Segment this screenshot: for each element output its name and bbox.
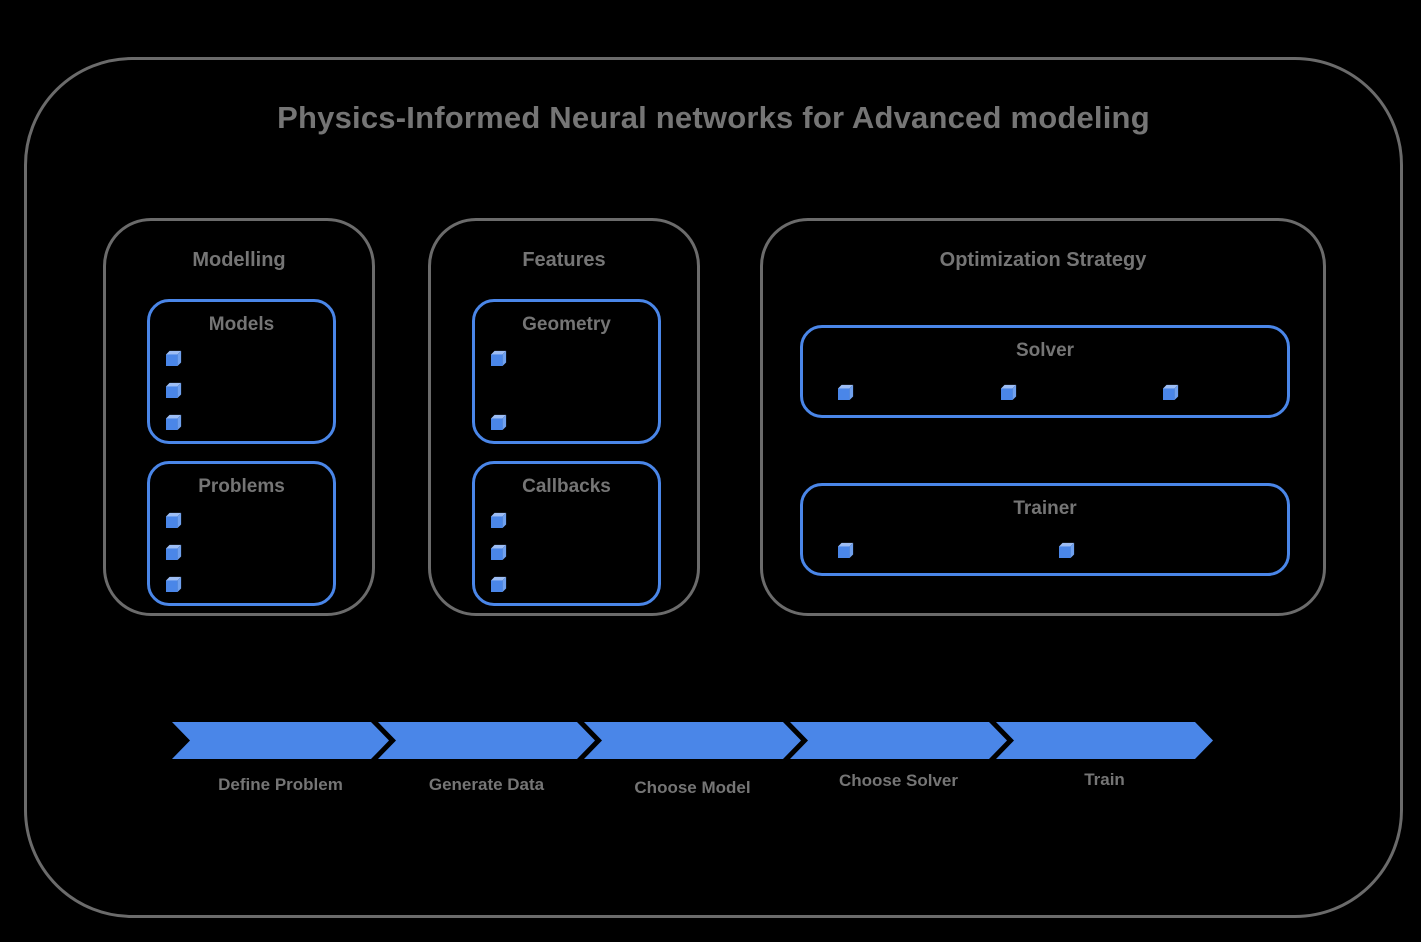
pipeline-step-label: Choose Solver — [838, 771, 959, 790]
section-features: Features Geometry Callbacks — [428, 218, 700, 616]
page-title: Physics-Informed Neural networks for Adv… — [277, 100, 1150, 135]
arrow-segment — [790, 722, 1007, 759]
pipeline-step-label: Choose Model — [634, 778, 751, 797]
callbacks-box: Callbacks — [472, 461, 661, 606]
cube-list — [838, 542, 1075, 558]
cube-icon — [491, 414, 507, 430]
models-box: Models — [147, 299, 336, 444]
cube-icon — [491, 576, 507, 592]
section-optimization-strategy: Optimization Strategy Solver Trainer — [760, 218, 1326, 616]
cube-icon — [491, 544, 507, 560]
section-title: Modelling — [192, 249, 286, 271]
cube-icon — [491, 512, 507, 528]
cube-icon — [1059, 542, 1075, 558]
box-title: Callbacks — [522, 476, 611, 497]
problems-box: Problems — [147, 461, 336, 606]
cube-list — [491, 512, 507, 592]
section-modelling: Modelling Models Problems — [103, 218, 375, 616]
arrow-segment — [172, 722, 389, 759]
cube-icon — [1163, 384, 1179, 400]
trainer-box: Trainer — [800, 483, 1290, 576]
diagram-frame — [24, 57, 1403, 918]
cube-icon — [166, 544, 182, 560]
cube-icon — [1000, 384, 1017, 400]
cube-icon — [838, 542, 854, 558]
box-title: Geometry — [522, 314, 611, 335]
cube-list — [166, 512, 182, 592]
pipeline-step-label: Define Problem — [218, 775, 343, 794]
cube-icon — [491, 350, 507, 366]
cube-icon — [166, 350, 182, 366]
pipeline-step-label: Train — [1084, 770, 1125, 789]
pipeline-step-label: Generate Data — [428, 775, 545, 794]
pipeline-labels: Define Problem Generate Data Choose Mode… — [172, 770, 1202, 797]
solver-box: Solver — [800, 325, 1290, 418]
box-title: Models — [208, 314, 275, 335]
cube-list — [166, 350, 182, 430]
pipeline-arrows — [172, 722, 1202, 759]
arrow-segment — [584, 722, 801, 759]
geometry-box: Geometry — [472, 299, 661, 444]
box-title: Trainer — [1013, 498, 1077, 519]
arrow-segment — [378, 722, 595, 759]
cube-list — [838, 384, 1179, 400]
box-title: Solver — [1015, 340, 1075, 361]
cube-icon — [166, 382, 182, 398]
box-title: Problems — [198, 476, 285, 497]
cube-icon — [166, 414, 182, 430]
cube-list — [491, 350, 507, 430]
section-title: Features — [522, 249, 606, 271]
section-title: Optimization Strategy — [939, 249, 1147, 271]
arrow-segment — [996, 722, 1213, 759]
cube-icon — [166, 512, 182, 528]
cube-icon — [166, 576, 182, 592]
cube-icon — [838, 384, 854, 400]
